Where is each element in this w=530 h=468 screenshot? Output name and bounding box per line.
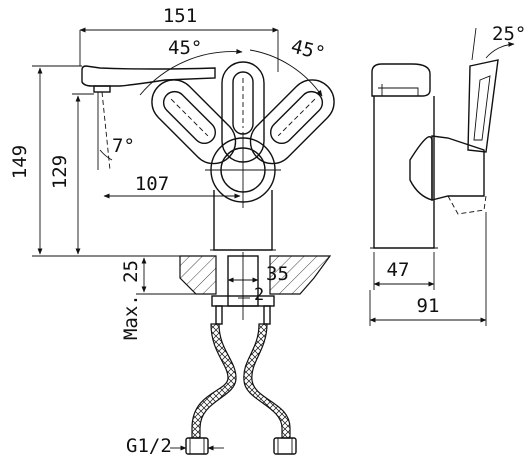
dimension-max-25: Max. 25: [120, 255, 196, 340]
thread-label-g12: G1/2: [126, 435, 172, 457]
angle-label-25: 25°: [492, 23, 526, 45]
front-view: 151 45° 45° 7°: [9, 5, 335, 457]
angle-7: 7°: [99, 135, 135, 161]
dimension-label-47: 47: [387, 259, 410, 281]
cartridge-housing: [205, 132, 281, 208]
dimension-label-2: 2: [254, 285, 264, 305]
dimension-heights: 149 129: [9, 65, 180, 257]
dimension-35: 35 2: [227, 263, 289, 305]
angle-label-7: 7°: [112, 135, 135, 157]
dimension-label-91: 91: [417, 295, 440, 317]
angle-label-45-right: 45°: [289, 36, 328, 66]
countertop-section: [179, 255, 332, 295]
lever-left: [151, 79, 237, 165]
dimension-label-107: 107: [135, 173, 169, 195]
spout: [81, 65, 216, 171]
angle-label-45-left: 45°: [168, 37, 202, 59]
thread-g12: G1/2: [126, 435, 224, 457]
mounting-shank: [211, 252, 275, 325]
dimension-label-max-25: Max. 25: [120, 260, 142, 340]
faucet-body: [210, 190, 276, 251]
dimension-label-35: 35: [266, 263, 289, 285]
flexible-hoses: [185, 323, 297, 455]
side-view: 25° 47 91: [369, 23, 526, 326]
dimension-label-129: 129: [49, 155, 71, 189]
dimension-label-149: 149: [9, 145, 31, 179]
lever-right: [249, 79, 335, 165]
swivel-angle-arcs: 45° 45°: [139, 36, 328, 97]
dimension-label-151: 151: [163, 5, 197, 27]
dimension-width-151: 151: [79, 5, 279, 72]
dimension-reach-107: 107: [103, 173, 241, 199]
